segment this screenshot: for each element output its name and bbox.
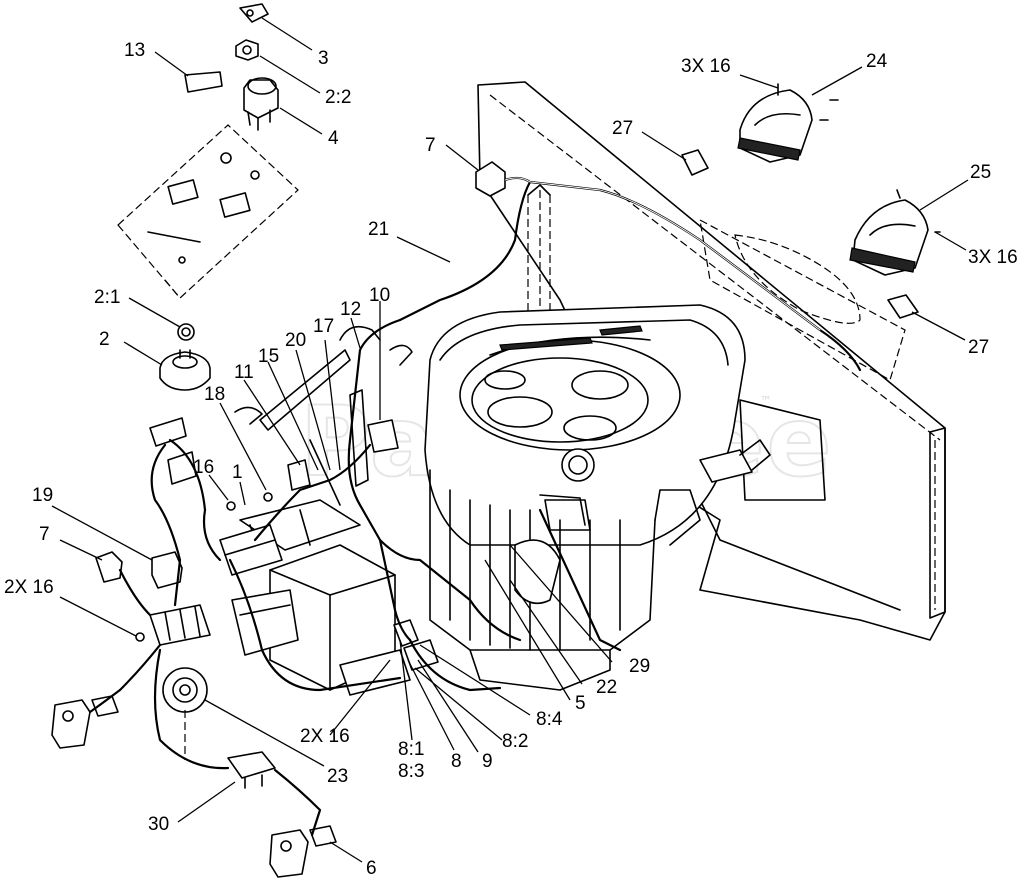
- callout-2-2: 2:2: [325, 87, 351, 108]
- callout-23: 23: [327, 766, 348, 787]
- callout-2-1: 2:1: [94, 287, 120, 308]
- callout-3: 3: [318, 48, 329, 69]
- callout-2: 2: [99, 329, 110, 350]
- wiring-harness: [88, 176, 862, 837]
- callout-2x16-left: 2X 16: [4, 577, 54, 598]
- ignition-nut: [235, 39, 259, 61]
- safety-switch-right: [269, 825, 337, 878]
- engine: [424, 304, 771, 691]
- callout-20: 20: [285, 330, 306, 351]
- safety-switch-left: [51, 695, 119, 749]
- callout-18: 18: [204, 384, 225, 405]
- callout-5: 5: [575, 693, 586, 714]
- console-plate: [117, 124, 299, 299]
- solenoid: [162, 667, 208, 713]
- fuse-block: [135, 604, 211, 646]
- cover-cap: [184, 71, 223, 93]
- callout-25: 25: [970, 162, 991, 183]
- callout-7-top: 7: [425, 135, 436, 156]
- callout-8-4: 8:4: [536, 709, 563, 730]
- pto-switch: [159, 323, 211, 391]
- ignition-switch: [243, 77, 279, 131]
- callout-3x16-top: 3X 16: [681, 56, 731, 77]
- callout-10: 10: [369, 285, 390, 306]
- callout-27-top: 27: [612, 118, 633, 139]
- ignition-key: [239, 3, 269, 23]
- callout-12: 12: [340, 299, 361, 320]
- watermark-trademark: ™: [760, 394, 772, 408]
- callout-9: 9: [482, 751, 493, 772]
- callout-11: 11: [234, 362, 254, 383]
- callout-8-1: 8:1: [398, 739, 424, 760]
- callout-8: 8: [451, 751, 462, 772]
- frame-struts: [527, 184, 551, 320]
- callout-7-left: 7: [39, 524, 50, 545]
- callout-13: 13: [124, 40, 145, 61]
- bulb-socket-upper: [681, 149, 709, 176]
- callout-15: 15: [258, 346, 279, 367]
- connector-10: [367, 419, 399, 453]
- callout-6: 6: [366, 858, 377, 879]
- callout-29: 29: [629, 656, 650, 677]
- harness-connector-upper: [149, 417, 197, 485]
- callout-30: 30: [148, 814, 169, 835]
- terminal-8: [393, 619, 439, 671]
- cable-brackets: [234, 325, 413, 506]
- callout-2x16-bottom: 2X 16: [300, 726, 350, 747]
- callout-24: 24: [866, 51, 888, 72]
- relay-7-left: [95, 551, 123, 583]
- relay-top: [475, 161, 506, 197]
- clip-16: [226, 492, 273, 511]
- callout-17: 17: [313, 316, 334, 337]
- callout-27-right: 27: [968, 337, 989, 358]
- headlight-lower: [849, 189, 941, 276]
- callout-21: 21: [368, 219, 389, 240]
- callout-labels: 3 13 2:2 4 3X 16 24 27 7 25 3X 16 21 27 …: [4, 40, 1018, 879]
- callout-4: 4: [328, 128, 339, 149]
- leader-lines: [51, 17, 969, 863]
- callout-1: 1: [232, 462, 243, 483]
- headlight-upper: [737, 83, 839, 163]
- callout-8-3: 8:3: [398, 761, 424, 782]
- bulb-socket-right: [887, 294, 919, 319]
- seat-switch-connector: [227, 751, 276, 789]
- callout-3x16-right: 3X 16: [968, 247, 1018, 268]
- callout-8-2: 8:2: [502, 731, 528, 752]
- callout-16: 16: [193, 457, 214, 478]
- relay-19: [151, 551, 183, 589]
- callout-22: 22: [596, 677, 617, 698]
- callout-19: 19: [32, 485, 53, 506]
